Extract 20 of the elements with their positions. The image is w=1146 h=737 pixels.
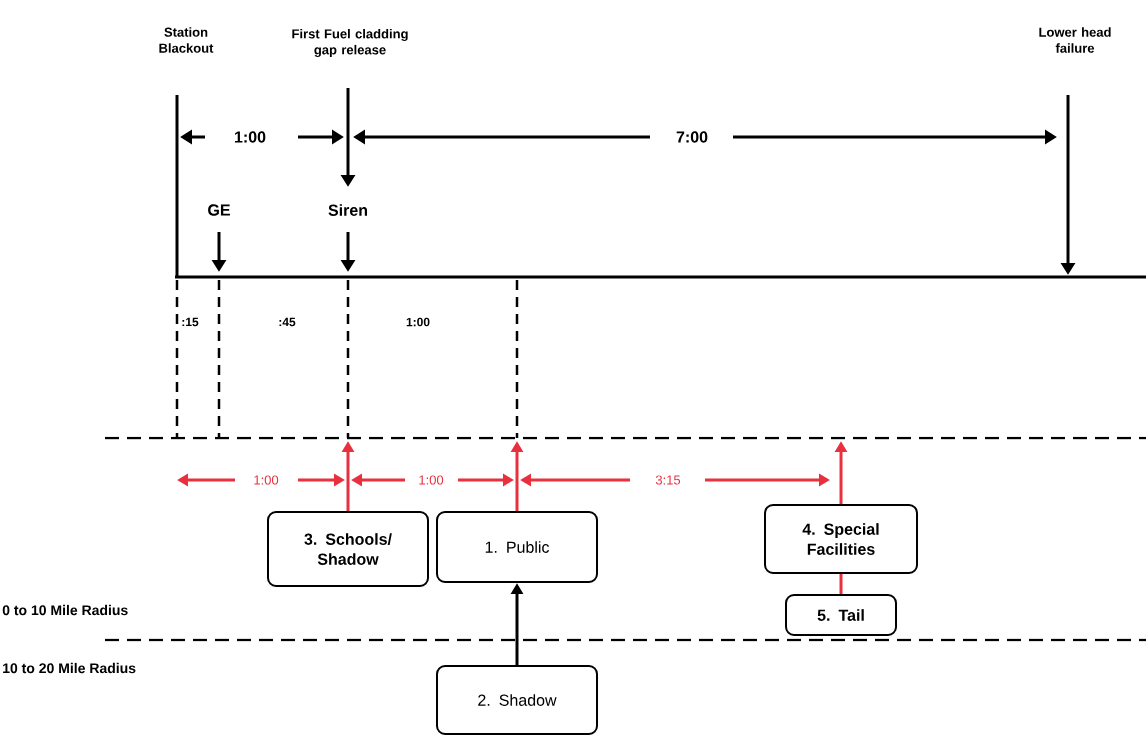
zone-label: 10 to 20 Mile Radius bbox=[3, 662, 136, 674]
process-box: 2. Shadow bbox=[436, 665, 598, 735]
event-label: Siren bbox=[326, 202, 370, 218]
process-box: 4. Special Facilities bbox=[764, 504, 918, 574]
event-label: Lower head failure bbox=[1039, 27, 1111, 53]
duration-label: 1:00 bbox=[416, 473, 446, 487]
duration-label: :15 bbox=[182, 317, 199, 327]
zone-label: 0 to 10 Mile Radius bbox=[2, 604, 128, 616]
process-box: 3. Schools/ Shadow bbox=[267, 511, 429, 587]
duration-label: 1:00 bbox=[406, 317, 430, 327]
event-label: First Fuel cladding gap release bbox=[292, 28, 408, 58]
event-label: Station Blackout bbox=[159, 27, 214, 53]
event-label: GE bbox=[205, 202, 233, 218]
duration-label: :45 bbox=[279, 317, 296, 327]
process-box: 5. Tail bbox=[785, 594, 897, 636]
event-label: 7:00 bbox=[674, 129, 710, 145]
process-box: 1. Public bbox=[436, 511, 598, 583]
duration-label: 3:15 bbox=[653, 473, 683, 487]
event-label: 1:00 bbox=[232, 129, 268, 145]
duration-label: 1:00 bbox=[251, 473, 281, 487]
